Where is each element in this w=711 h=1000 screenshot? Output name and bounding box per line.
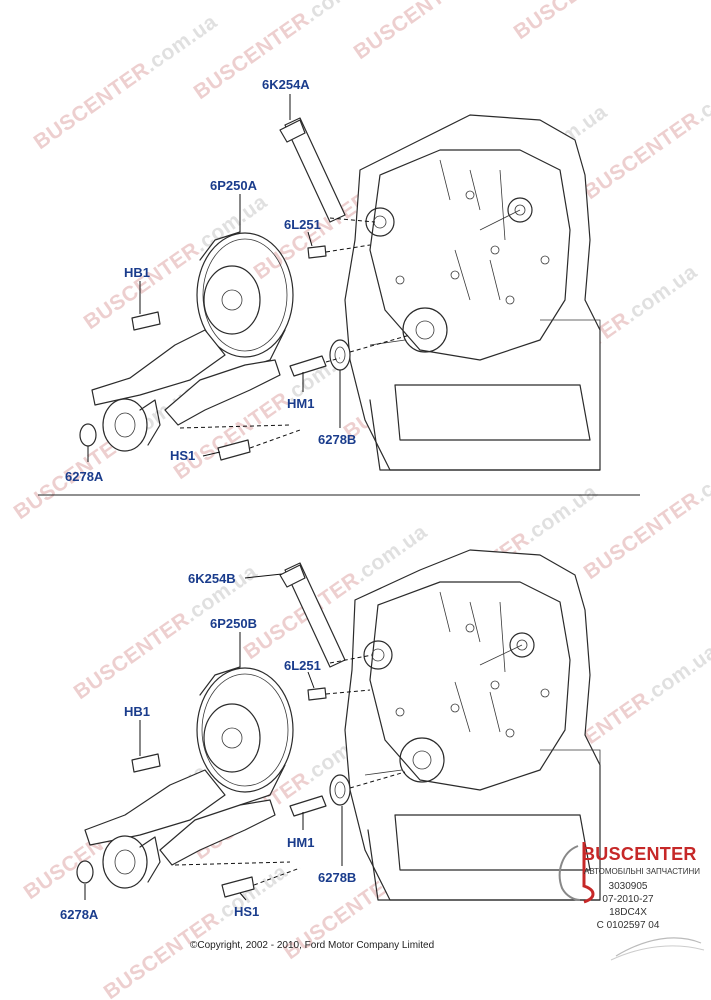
callout-labels-bottom: 6K254B 6P250B 6L251 HB1 HM1 6278B 6278A … [60, 571, 356, 922]
callout-HS1[interactable]: HS1 [234, 904, 259, 919]
reference-codes: 3030905 07-2010-27 18DC4X C 0102597 04 [578, 880, 678, 932]
watermark-text: BUSCENTER.com.ua [510, 0, 702, 44]
bottom-diagram: 6K254B 6P250B 6L251 HB1 HM1 6278B 6278A … [60, 549, 601, 922]
ref-line-4: C 0102597 04 [596, 920, 660, 931]
timing-chain-assembly-top [79, 231, 294, 452]
engine-front-cover-bottom [344, 549, 601, 901]
ref-line-1: 3030905 [608, 881, 648, 892]
callout-6L251[interactable]: 6L251 [284, 217, 321, 232]
fasteners-bottom [131, 562, 351, 898]
explode-lines-top [179, 217, 411, 449]
callout-6L251[interactable]: 6L251 [284, 658, 321, 673]
callout-HB1[interactable]: HB1 [124, 265, 150, 280]
callout-HS1[interactable]: HS1 [170, 448, 195, 463]
callout-HM1[interactable]: HM1 [287, 835, 314, 850]
engine-front-cover-top [344, 114, 601, 471]
callout-6278B[interactable]: 6278B [318, 432, 356, 447]
ref-line-3: 18DC4X [609, 907, 647, 918]
callout-labels-top: 6K254A 6P250A 6L251 HB1 HM1 6278B HS1 62… [65, 77, 356, 484]
callout-6P250B[interactable]: 6P250B [210, 616, 257, 631]
callout-6278A[interactable]: 6278A [65, 469, 104, 484]
watermark-text: BUSCENTER.com.ua [580, 60, 711, 204]
logo-brand: BUSCENTER [582, 844, 697, 864]
callout-HM1[interactable]: HM1 [287, 396, 314, 411]
callout-HB1[interactable]: HB1 [124, 704, 150, 719]
callout-leaders-bottom [84, 573, 343, 901]
logo-mark-icon [558, 842, 705, 961]
watermark-text: BUSCENTER.com.ua [80, 190, 272, 334]
explode-lines-bottom [174, 654, 406, 886]
callout-6278B[interactable]: 6278B [318, 870, 356, 885]
watermark-text: BUSCENTER.com.ua [350, 0, 542, 64]
callout-6278A[interactable]: 6278A [60, 907, 99, 922]
callout-6K254A[interactable]: 6K254A [262, 77, 310, 92]
callout-leaders-top [87, 94, 341, 462]
callout-6P250A[interactable]: 6P250A [210, 178, 258, 193]
top-diagram: 6K254A 6P250A 6L251 HB1 HM1 6278B HS1 62… [65, 77, 601, 484]
timing-belt-assembly-bottom [76, 666, 294, 889]
callout-6K254B[interactable]: 6K254B [188, 571, 236, 586]
ref-line-2: 07-2010-27 [602, 894, 654, 905]
buscenter-logo: BUSCENTER АВТОМОБІЛЬНІ ЗАПЧАСТИНИ 303090… [556, 838, 706, 968]
logo-tagline: АВТОМОБІЛЬНІ ЗАПЧАСТИНИ [584, 867, 700, 876]
fasteners-top [131, 117, 351, 461]
copyright-notice: ©Copyright, 2002 - 2010, Ford Motor Comp… [190, 940, 435, 951]
